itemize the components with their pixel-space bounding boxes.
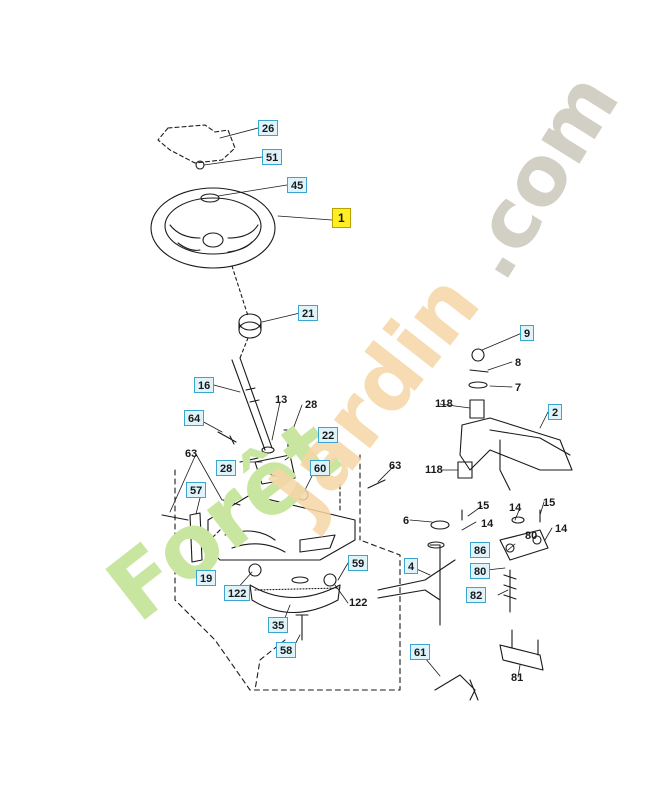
bushing-122a	[248, 563, 262, 577]
spring-82	[503, 569, 517, 613]
callout-21: 21	[298, 305, 319, 321]
bolt-28	[283, 429, 293, 451]
callout-45: 45	[287, 177, 308, 193]
callout-28b: 28	[216, 460, 237, 476]
callout-59: 59	[348, 555, 369, 571]
callout-2: 2	[548, 404, 563, 420]
cap-9	[471, 348, 485, 362]
callout-64: 64	[184, 410, 205, 426]
bushing-118b	[457, 461, 473, 479]
callout-7: 7	[515, 382, 522, 394]
callout-19: 19	[196, 570, 217, 586]
callout-82: 82	[466, 587, 487, 603]
bolt-58	[295, 614, 309, 641]
wheel-slot-right	[227, 241, 253, 253]
bolt-64	[217, 431, 237, 445]
callout-4: 4	[404, 558, 419, 574]
bushing-118a	[469, 399, 485, 419]
bracket-57	[189, 512, 203, 563]
clip-8	[469, 369, 489, 373]
sector-gear	[249, 584, 341, 614]
callout-14b: 14	[509, 502, 522, 514]
washer-45	[200, 193, 220, 203]
callout-26: 26	[258, 120, 279, 136]
chassis-outline	[174, 469, 401, 691]
callout-35: 35	[268, 617, 289, 633]
wheel-spoke-right	[227, 224, 259, 239]
washer-6	[430, 520, 450, 530]
washer-80a	[511, 516, 525, 524]
callout-16: 16	[194, 377, 215, 393]
callout-57: 57	[186, 482, 207, 498]
callout-58: 58	[276, 642, 297, 658]
callout-1: 1	[332, 208, 351, 228]
assembly-dash-frame	[204, 484, 341, 546]
tie-rod-81	[499, 644, 544, 671]
washer-7	[468, 381, 488, 389]
callout-14c: 14	[555, 523, 568, 535]
callout-80b: 80	[470, 563, 491, 579]
assembly-dash-wheel	[231, 265, 249, 317]
callout-63a: 63	[185, 448, 198, 460]
callout-122a: 122	[224, 585, 251, 601]
callout-61: 61	[410, 644, 431, 660]
callout-6: 6	[403, 515, 410, 527]
steering-shaft	[231, 357, 273, 451]
drag-link-61	[434, 674, 479, 701]
nut-60	[297, 489, 309, 501]
steering-arm-86	[499, 529, 549, 561]
steering-cap-outline	[157, 124, 236, 164]
bushing-122b	[323, 573, 337, 587]
washer-59	[291, 576, 309, 584]
callout-28a: 28	[305, 399, 318, 411]
front-axle	[459, 417, 573, 471]
callout-15b: 15	[543, 497, 556, 509]
support-plate	[207, 494, 356, 561]
wheel-spoke-left	[169, 224, 201, 239]
callout-8: 8	[515, 357, 522, 369]
steering-wheel-hub	[202, 232, 224, 248]
callout-63b: 63	[389, 460, 402, 472]
steering-wheel-inner	[164, 197, 262, 255]
callout-22: 22	[318, 427, 339, 443]
callout-15a: 15	[477, 500, 490, 512]
callout-122b: 122	[349, 597, 368, 609]
callout-51: 51	[262, 149, 283, 165]
steering-wheel-rim	[150, 187, 276, 269]
callout-9: 9	[520, 325, 535, 341]
callout-60: 60	[310, 460, 331, 476]
wheel-slot-left	[177, 242, 201, 251]
assembly-dash-gear	[239, 337, 249, 359]
spindle-4	[377, 544, 456, 601]
steering-bracket	[254, 454, 296, 485]
callout-13: 13	[275, 394, 288, 406]
bolt-28b	[239, 457, 259, 463]
bolt-63b	[222, 499, 241, 506]
callout-118b: 118	[425, 464, 443, 476]
callout-80a: 80	[525, 530, 538, 542]
callout-118a: 118	[435, 398, 453, 410]
bolt-63c	[367, 479, 386, 489]
callout-14a: 14	[481, 518, 494, 530]
callout-86: 86	[470, 542, 491, 558]
leader-lines	[169, 127, 553, 678]
callout-81: 81	[511, 672, 524, 684]
